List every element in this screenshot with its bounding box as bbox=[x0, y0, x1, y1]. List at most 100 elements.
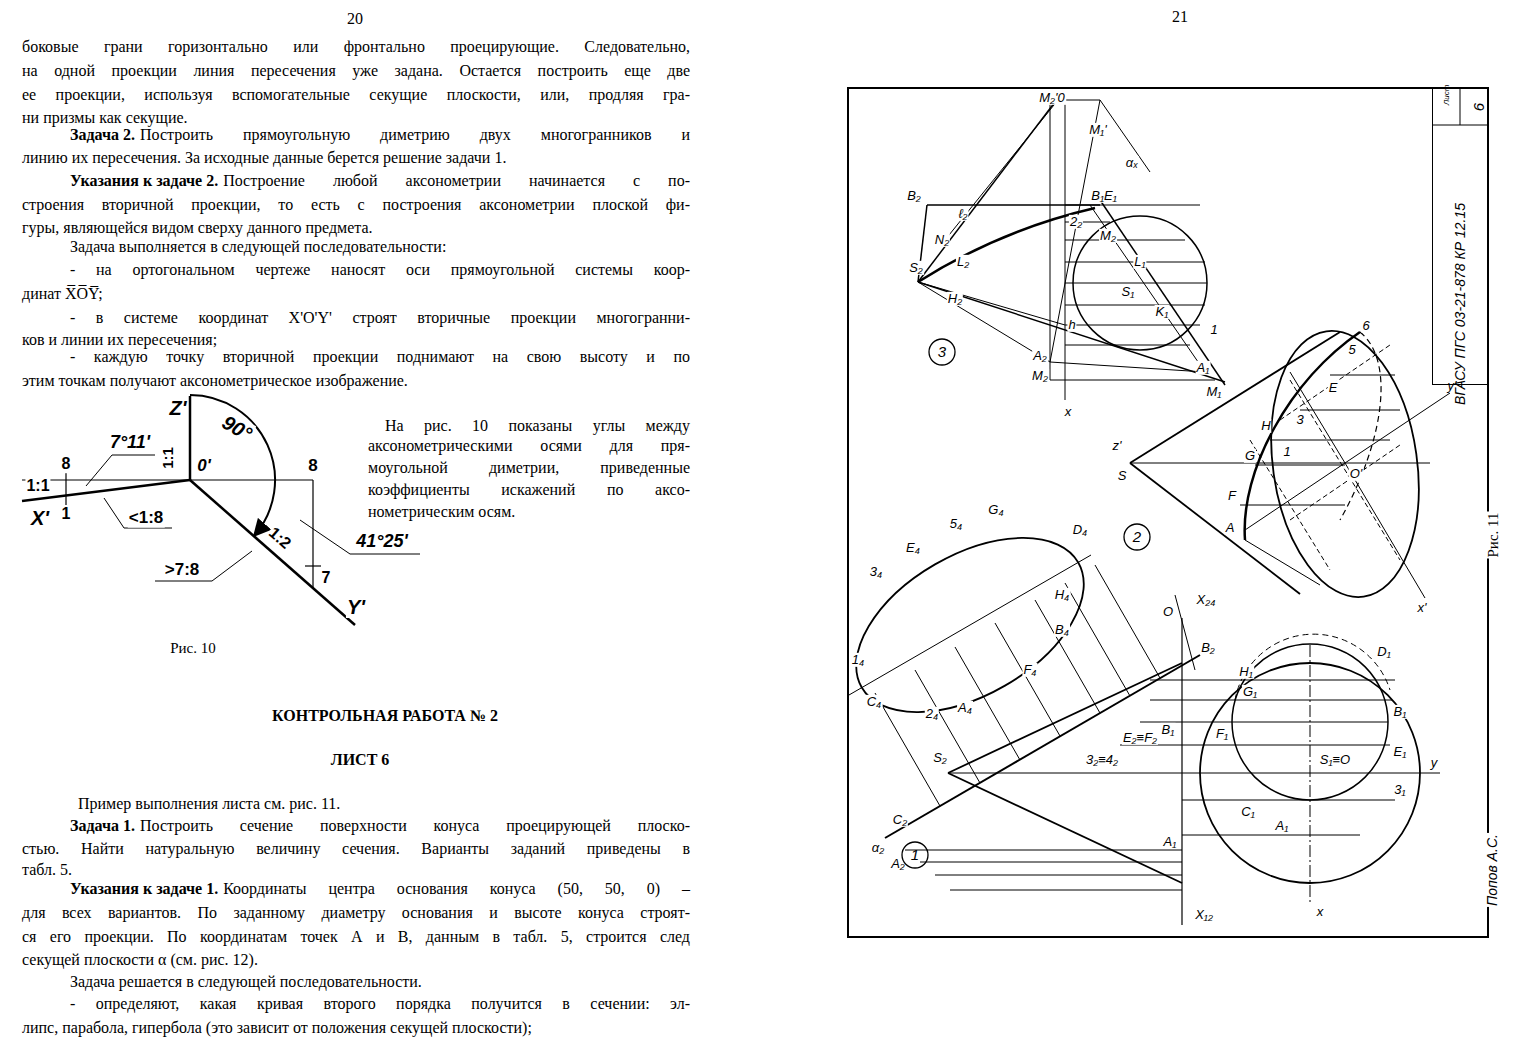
drawing-label: B₁E₁ bbox=[1090, 189, 1118, 203]
body-text-line: Пример выполнения листа см. рис. 11. bbox=[78, 794, 340, 814]
drawing-label: A bbox=[1225, 521, 1236, 535]
callout-number: 1 bbox=[911, 847, 919, 864]
drawing-label: L₂ bbox=[956, 255, 970, 269]
body-text-line: - на ортогональном чертеже наносят оси п… bbox=[70, 260, 690, 280]
drawing-label: E₄ bbox=[905, 541, 921, 555]
body-text-line: на одной проекции линия пересечения уже … bbox=[22, 61, 690, 81]
drawing-label: x bbox=[1064, 405, 1073, 419]
drawing-label: X₁₂ bbox=[1194, 908, 1214, 922]
body-text-line: секущей плоскости α (см. рис. 12). bbox=[22, 950, 258, 970]
drawing-label: N₂ bbox=[934, 233, 950, 247]
drawing-label: z' bbox=[1112, 439, 1123, 453]
pyramid-section-figure bbox=[918, 95, 1225, 400]
body-text-line: Задача выполняется в следующей последова… bbox=[70, 237, 446, 257]
drawing-label: B₁ bbox=[1161, 723, 1176, 737]
drawing-label: A₁ bbox=[1163, 835, 1178, 849]
drawing-label: X' bbox=[30, 507, 50, 529]
drawing-label: КОНТРОЛЬНАЯ РАБОТА № 2 bbox=[271, 707, 499, 725]
drawing-label: A₁ bbox=[1196, 361, 1211, 375]
body-text-line: нометрическим осям. bbox=[368, 502, 515, 522]
body-text-line: гуры, являющейся видом сверху данного пр… bbox=[22, 218, 373, 238]
body-text-line: аксонометрическими осями для пря- bbox=[368, 436, 690, 456]
drawing-label: Попов А.С. bbox=[1485, 833, 1500, 907]
drawing-label: S₁ bbox=[1121, 285, 1136, 299]
drawing-label: 1:1 bbox=[25, 477, 50, 495]
axes-figure bbox=[22, 395, 420, 625]
drawing-label: 1 bbox=[1209, 323, 1218, 337]
drawing-label: A₁ bbox=[1275, 819, 1290, 833]
body-text-line: Построить прямоугольную диметрию двух мн… bbox=[140, 125, 690, 145]
drawing-label: H₄ bbox=[1054, 588, 1071, 602]
body-text-line: стью. Найти натуральную величину сечения… bbox=[22, 839, 690, 859]
body-text-line: ков и линии их пересечения; bbox=[22, 330, 217, 350]
drawing-label: S₂ bbox=[908, 261, 924, 275]
body-text-line: - каждую точку вторичной проекции подним… bbox=[70, 347, 690, 367]
cone-section-figure bbox=[827, 502, 1440, 925]
drawing-label: y bbox=[1430, 756, 1439, 770]
body-text-line: табл. 5. bbox=[22, 860, 72, 880]
body-text-line: На рис. 10 показаны углы между bbox=[385, 416, 690, 436]
drawing-label: 2₄ bbox=[925, 707, 939, 721]
drawing-label: X₂₄ bbox=[1196, 593, 1217, 607]
drawing-label: 8 bbox=[61, 455, 72, 473]
callout-circle: 1 bbox=[901, 841, 929, 869]
drawing-label: 7°11' bbox=[109, 433, 151, 453]
drawing-label: M₁ bbox=[1206, 385, 1223, 399]
drawing-label: K₁ bbox=[1155, 305, 1170, 319]
drawing-label: 0' bbox=[196, 457, 212, 476]
drawing-label: E₂≡F₂ bbox=[1122, 731, 1158, 745]
body-text-line: динат X̅O̅Y̅; bbox=[22, 284, 103, 304]
body-text-line: этим точкам получают аксонометрическое и… bbox=[22, 371, 408, 391]
drawing-label: 8 bbox=[307, 457, 318, 476]
body-text-line: коэффициенты искажений по аксо- bbox=[368, 480, 690, 500]
drawing-label: A₄ bbox=[957, 701, 973, 715]
drawing-label: ℓ₂ bbox=[957, 207, 968, 221]
drawing-label: G₁ bbox=[1242, 685, 1258, 699]
drawing-label: 1:1 bbox=[160, 446, 177, 470]
drawing-label: M₂ bbox=[1099, 229, 1117, 243]
drawing-label: G bbox=[1244, 449, 1256, 463]
body-text-line: для всех вариантов. По заданному диаметр… bbox=[22, 903, 690, 923]
callout-circle: 3 bbox=[928, 338, 956, 366]
drawing-label: h bbox=[1067, 318, 1076, 332]
drawing-label: 6 bbox=[1361, 319, 1370, 333]
drawing-label: 5 bbox=[1347, 343, 1356, 357]
drawing-label: 3 bbox=[1295, 413, 1304, 427]
drawing-label: E₁ bbox=[1393, 745, 1408, 759]
drawing-label: ЛИСТ 6 bbox=[330, 751, 391, 769]
title-block-text: Лист bbox=[1443, 85, 1452, 106]
body-text-line: моугольной диметрии, приведенные bbox=[368, 458, 690, 478]
drawing-label: B₂ bbox=[1200, 641, 1216, 655]
drawing-label: 21 bbox=[1171, 8, 1189, 26]
drawing-label: αₓ bbox=[1125, 156, 1139, 170]
drawing-label: M₂'0 bbox=[1038, 91, 1066, 105]
drawing-frame bbox=[848, 88, 1488, 937]
title-block-lines bbox=[1432, 88, 1488, 125]
drawing-label: H bbox=[1260, 419, 1271, 433]
body-text-line: ее проекции, используя вспомогательные с… bbox=[22, 85, 690, 105]
body-text-line: боковые грани горизонтально или фронталь… bbox=[22, 37, 690, 57]
drawing-label: 2₂ bbox=[1069, 215, 1083, 229]
drawing-label: Рис. 11 bbox=[1485, 512, 1502, 559]
body-text-line: строения вторичной проекции, то есть с п… bbox=[22, 195, 690, 215]
title-block-text: ВГАСУ ПГС 03-21-878 КР 12.15 bbox=[1453, 203, 1468, 405]
body-text-line: линию их пересечения. За исходные данные… bbox=[22, 148, 506, 168]
drawing-label: A₂ bbox=[1032, 349, 1048, 363]
drawing-label: H₂ bbox=[947, 292, 963, 306]
drawing-label: F bbox=[1227, 489, 1237, 503]
body-text-line: Задача 1. bbox=[70, 816, 135, 836]
drawing-label: E bbox=[1328, 381, 1339, 395]
drawing-label: F₄ bbox=[1022, 663, 1037, 677]
drawing-label: D₁ bbox=[1376, 645, 1392, 659]
drawing-label: 20 bbox=[346, 10, 364, 28]
body-text-line: Указания к задаче 2. bbox=[70, 171, 218, 191]
drawing-label: 7 bbox=[321, 569, 332, 587]
drawing-label: C₂ bbox=[892, 813, 908, 827]
drawing-label: 3₄ bbox=[869, 565, 883, 579]
drawing-label: M₂ bbox=[1031, 369, 1049, 383]
drawing-label: 3₂≡4₂ bbox=[1085, 753, 1119, 767]
body-text-line: Построение любой аксонометрии начинается… bbox=[223, 171, 690, 191]
callout-number: 2 bbox=[1133, 529, 1141, 546]
drawing-label: M₁' bbox=[1088, 123, 1107, 137]
drawing-label: H₁ bbox=[1238, 665, 1254, 679]
